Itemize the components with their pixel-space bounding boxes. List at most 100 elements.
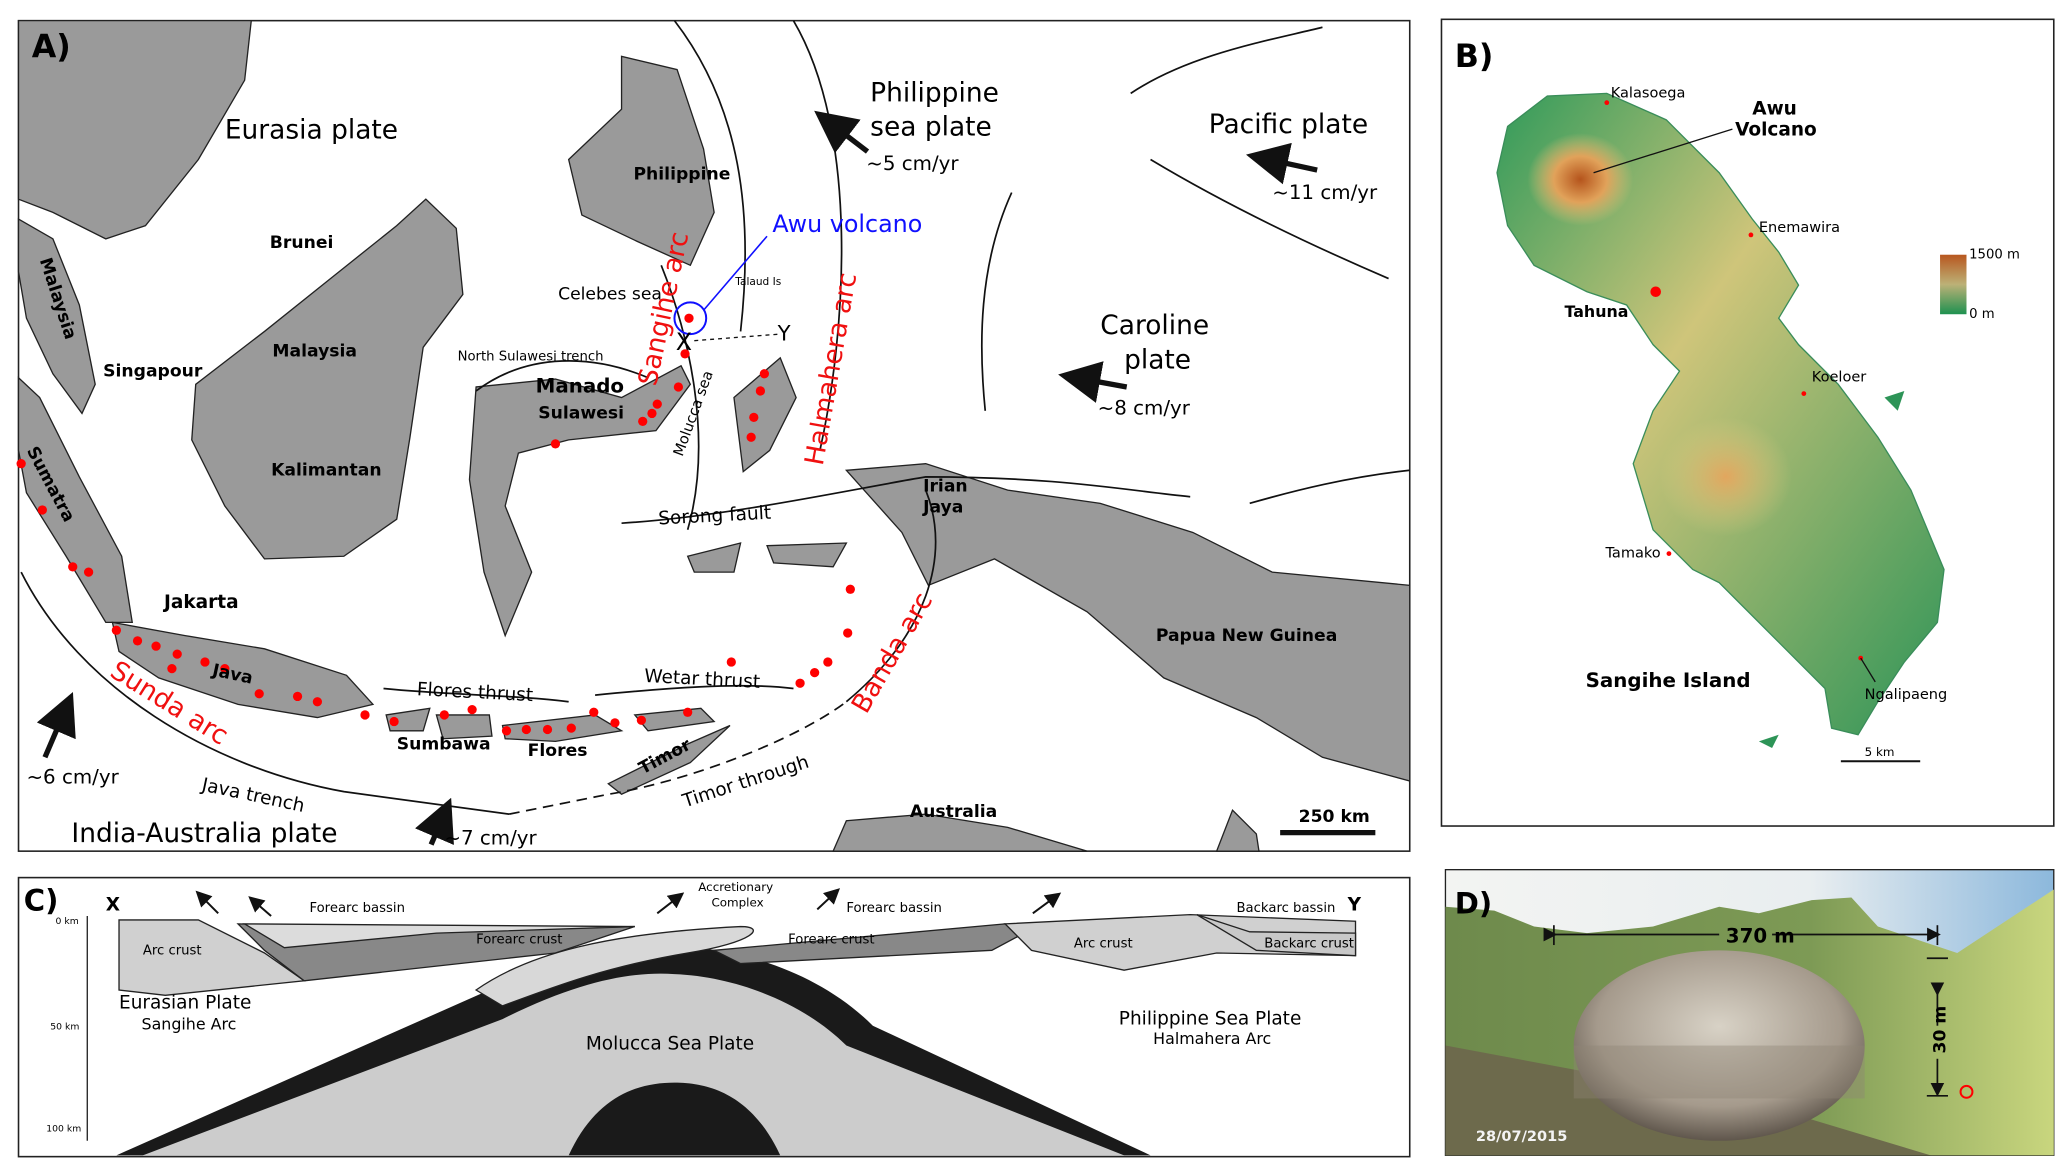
rate-india-east: ~7 cm/yr xyxy=(444,827,537,850)
kalasoega-label: Kalasoega xyxy=(1611,85,1686,101)
sulawesi-label: Sulawesi xyxy=(538,404,624,424)
town-labels: Kalasoega Awu Volcano Enemawira Tahuna K… xyxy=(1564,85,1947,703)
motion-arrows xyxy=(195,888,1062,917)
forearc-crust-right xyxy=(711,923,1034,965)
forearc-crust-right-label: Forearc crust xyxy=(788,933,874,948)
panel-b-island-map: B) Kalasoega Awu Volcano Enemawira Tahun… xyxy=(1440,18,2055,827)
pacific-plate-label: Pacific plate xyxy=(1209,109,1368,140)
elevation-legend: 1500 m 0 m xyxy=(1940,248,2020,322)
philippine-plate-label-2: sea plate xyxy=(870,112,992,143)
sangihe-arc-sublabel: Sangihe Arc xyxy=(142,1015,237,1034)
photo-date: 28/07/2015 xyxy=(1476,1129,1568,1145)
fault-lines xyxy=(20,20,1410,815)
volcano-dots xyxy=(16,313,855,736)
section-y-label: Y xyxy=(777,321,791,346)
cross-section-xy xyxy=(694,333,781,342)
panel-c-cross-section: C) 0 km 50 km 100 km X Y Forearc bassin … xyxy=(17,876,1411,1158)
dome-height-label: 30 m xyxy=(1930,1006,1950,1054)
manado-label: Manado xyxy=(536,374,624,397)
panel-d-lava-dome-photo: D) 370 m 30 m 28/07/2015 xyxy=(1444,869,2055,1156)
scale-marker-circle xyxy=(1959,1084,1974,1099)
arc-crust-right xyxy=(1003,913,1357,971)
kalimantan-label: Kalimantan xyxy=(271,461,382,481)
ngalipaeng-label: Ngalipaeng xyxy=(1865,687,1948,703)
landmasses xyxy=(17,19,1411,852)
volcano-label: Volcano xyxy=(1735,120,1817,141)
section-x-label: X xyxy=(676,328,692,356)
tahuna-label: Tahuna xyxy=(1564,302,1628,321)
rate-caroline: ~8 cm/yr xyxy=(1098,397,1191,420)
awu-label: Awu xyxy=(1752,99,1797,120)
section-labels: X Y Forearc bassin Forearc bassin Accret… xyxy=(106,880,1362,1055)
dome-width-label: 370 m xyxy=(1726,924,1795,947)
scale-bar-a: 250 km xyxy=(1280,807,1376,836)
brunei-label: Brunei xyxy=(270,233,334,253)
forearc-bassin-left xyxy=(242,923,635,949)
celebes-sea-label: Celebes sea xyxy=(558,285,662,305)
rate-philippine: ~5 cm/yr xyxy=(866,152,959,175)
lava-dome xyxy=(1573,950,1865,1141)
flores-label: Flores xyxy=(528,741,588,761)
molucca-sea-plate-core xyxy=(142,973,1125,1156)
sangihe-island-relief xyxy=(1496,92,1945,736)
eurasia-plate-label: Eurasia plate xyxy=(225,114,398,145)
backarc-bassin-label: Backarc bassin xyxy=(1236,901,1335,916)
caroline-plate-label-2: plate xyxy=(1124,344,1191,375)
india-australia-plate-label: India-Australia plate xyxy=(71,818,337,849)
koeloer-label: Koeloer xyxy=(1812,370,1867,386)
malaysia-borneo-label: Malaysia xyxy=(272,342,357,362)
panel-b-label: B) xyxy=(1455,39,1494,75)
singapour-label: Singapour xyxy=(103,361,203,381)
forearc-bassin-right-label: Forearc bassin xyxy=(846,901,942,916)
rate-pacific: ~11 cm/yr xyxy=(1272,181,1378,204)
plate-labels: Eurasia plate Philippine sea plate Pacif… xyxy=(71,77,1368,849)
backarc-crust-label: Backarc crust xyxy=(1264,937,1354,952)
complex-label: Complex xyxy=(711,896,763,910)
scale-label-a: 250 km xyxy=(1299,807,1370,827)
scale-bar-b: 5 km xyxy=(1840,745,1921,763)
irian-label: Irian xyxy=(923,476,968,496)
backarc-crust xyxy=(1196,914,1357,957)
scale-label-b: 5 km xyxy=(1865,745,1895,759)
jaya-label: Jaya xyxy=(922,498,963,518)
tamako-label: Tamako xyxy=(1604,546,1660,562)
papua-label: Papua New Guinea xyxy=(1156,626,1337,646)
dimension-arrows xyxy=(1543,925,1948,1097)
section-x: X xyxy=(106,895,120,916)
arc-crust-right-label: Arc crust xyxy=(1074,937,1133,952)
panel-a-tectonic-map: A) Eurasia plate Philippine sea plate Pa… xyxy=(16,19,1411,852)
section-y: Y xyxy=(1347,895,1362,916)
awu-volcano-circle xyxy=(673,301,708,336)
forearc-bassin-left-label: Forearc bassin xyxy=(309,901,405,916)
depth-0: 0 km xyxy=(56,916,79,927)
legend-max: 1500 m xyxy=(1969,248,2020,263)
accretionary-label: Accretionary xyxy=(698,880,773,894)
caroline-plate-label: Caroline xyxy=(1100,310,1209,341)
enemawira-label: Enemawira xyxy=(1759,220,1840,236)
awu-volcano-leader xyxy=(702,235,768,311)
legend-min: 0 m xyxy=(1969,307,1995,322)
rate-labels: ~5 cm/yr ~11 cm/yr ~8 cm/yr ~6 cm/yr ~7 … xyxy=(26,152,1378,849)
island-name: Sangihe Island xyxy=(1586,669,1751,692)
depth-100: 100 km xyxy=(46,1124,81,1135)
philippine-label: Philippine xyxy=(633,164,730,184)
dome-base-shade xyxy=(1573,1045,1865,1099)
sumbawa-label: Sumbawa xyxy=(397,734,491,754)
philippine-sea-plate-label: Philippine Sea Plate xyxy=(1119,1008,1302,1029)
halmahera-arc-sublabel: Halmahera Arc xyxy=(1153,1029,1271,1048)
town-dots xyxy=(1604,100,1864,661)
jakarta-label: Jakarta xyxy=(162,592,239,613)
arc-crust-left-label: Arc crust xyxy=(143,943,202,958)
depth-labels: 0 km 50 km 100 km xyxy=(46,916,81,1135)
panel-c-label: C) xyxy=(24,884,59,918)
molucca-sea-plate-label: Molucca Sea Plate xyxy=(586,1034,754,1055)
depth-50: 50 km xyxy=(50,1022,79,1033)
rate-india-west: ~6 cm/yr xyxy=(26,766,119,789)
philippine-plate-label: Philippine xyxy=(870,77,999,108)
panel-d-label: D) xyxy=(1455,886,1492,920)
awu-volcano-label: Awu volcano xyxy=(772,210,922,238)
southern-summit-relief xyxy=(1659,417,1792,537)
awu-leader xyxy=(1593,128,1733,174)
australia-label: Australia xyxy=(910,802,997,822)
